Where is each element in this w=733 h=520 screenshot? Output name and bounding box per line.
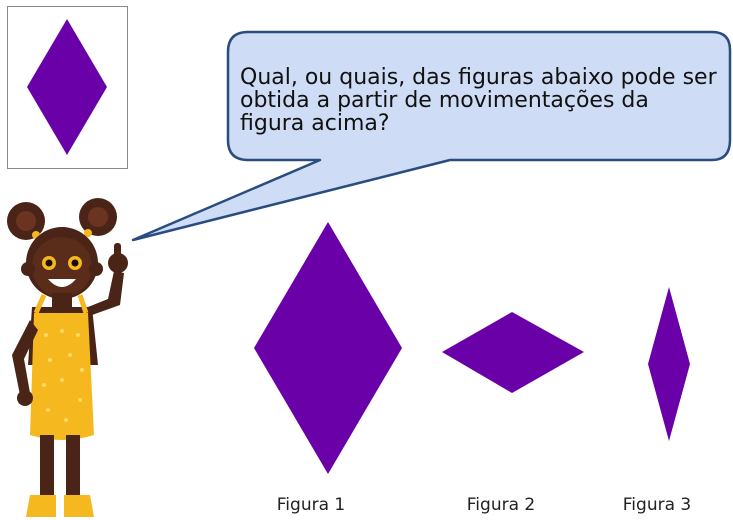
figure-2-rhombus [442,312,584,393]
figure-1-label: Figura 1 [276,495,346,515]
figure-3-label: Figura 3 [622,495,692,515]
reference-rhombus [27,19,107,155]
reference-figure-box [7,6,128,169]
figure-1-rhombus [254,222,402,474]
girl-character-illustration [7,198,128,517]
figure-2-label: Figura 2 [466,495,536,515]
figure-3-rhombus [648,287,690,441]
question-text: Qual, ou quais, das figuras abaixo pode … [240,65,717,136]
